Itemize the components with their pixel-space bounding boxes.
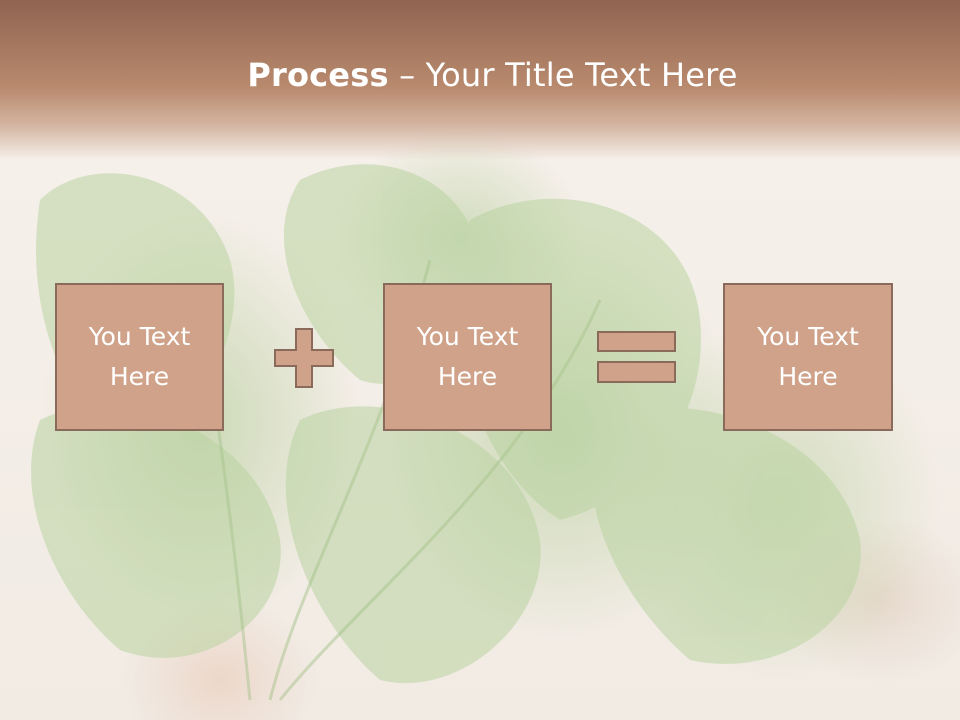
title-bar (0, 0, 960, 160)
text-box-3[interactable]: You Text Here (723, 283, 893, 431)
slide-title-rest: – Your Title Text Here (388, 56, 738, 94)
text-box-2[interactable]: You Text Here (383, 283, 552, 431)
plus-icon (274, 328, 334, 388)
text-box-1-label: You Text Here (88, 322, 191, 391)
slide-title-bold: Process (247, 56, 389, 94)
text-box-2-label: You Text Here (416, 322, 519, 391)
text-box-1[interactable]: You Text Here (55, 283, 224, 431)
equals-icon (597, 331, 676, 383)
text-box-3-label: You Text Here (757, 322, 859, 391)
slide-title: Process – Your Title Text Here (0, 56, 960, 94)
